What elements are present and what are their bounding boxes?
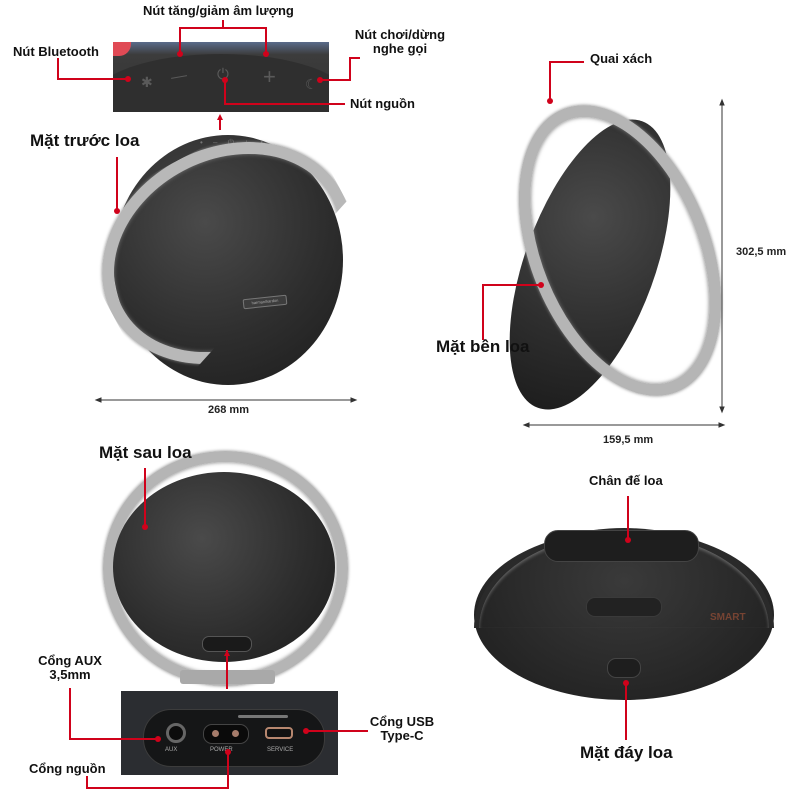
regulatory-marks-plate: [586, 597, 662, 617]
ports-closeup-photo: AUX POWER SERVICE: [121, 691, 338, 775]
back-face-label: Mặt sau loa: [99, 443, 192, 462]
height-dimension: 302,5 mm: [736, 246, 787, 258]
front-width-dimension: 268 mm: [208, 404, 249, 416]
aux-jack-icon: [166, 723, 186, 743]
top-controls-photo: ✱ — ⏻ + ☾: [113, 42, 329, 112]
bluetooth-button-label: Nút Bluetooth: [13, 44, 99, 59]
back-speaker-body: [113, 472, 335, 662]
power-socket-icon: [203, 724, 249, 744]
watermark-logo: SMART: [710, 612, 746, 623]
side-face-label: Mặt bên loa: [436, 337, 530, 356]
stand-label: Chân đế loa: [589, 473, 663, 488]
depth-dimension: 159,5 mm: [603, 434, 654, 446]
red-corner-accent: [113, 42, 131, 56]
stand-foot-plate: [544, 530, 699, 562]
bottom-foot: [607, 658, 641, 678]
power-port-text: POWER: [210, 747, 233, 753]
plus-icon: +: [263, 64, 276, 89]
aux-port-label: Cổng AUX 3,5mm: [38, 653, 102, 683]
phone-icon: ☾: [305, 76, 318, 92]
handle-label: Quai xách: [590, 51, 653, 66]
volume-buttons-label: Nút tăng/giảm âm lượng: [143, 3, 294, 18]
aux-port-text: AUX: [165, 747, 178, 753]
front-speaker-body: [113, 135, 343, 385]
usb-port-label: Cổng USB Type-C: [369, 714, 435, 744]
play-pause-button-label: Nút chơi/dừng nghe gọi: [354, 27, 446, 57]
service-port-text: SERVICE: [267, 747, 294, 753]
bluetooth-icon: ✱: [141, 74, 153, 90]
back-port-cover: [202, 636, 252, 652]
usb-c-port-icon: [265, 727, 293, 739]
back-handle-base: [180, 670, 275, 684]
front-top-buttons: • – ⏻ + ◖: [200, 138, 268, 147]
power-button-label: Nút nguồn: [350, 96, 415, 111]
minus-icon: —: [169, 66, 189, 87]
power-port-label: Cổng nguồn: [29, 761, 106, 776]
bottom-face-label: Mặt đáy loa: [580, 743, 673, 762]
power-icon: ⏻: [217, 66, 229, 83]
front-face-label: Mặt trước loa: [30, 131, 140, 150]
